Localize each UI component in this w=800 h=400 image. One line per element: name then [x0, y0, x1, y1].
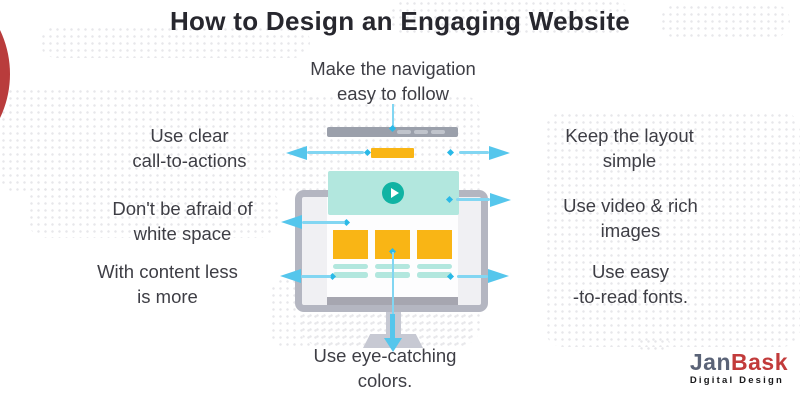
logo-tagline: Digital Design — [689, 375, 785, 387]
play-triangle-icon — [390, 188, 399, 198]
callout-less-is-more: With content less is more — [97, 261, 238, 307]
red-edge-accent — [0, 0, 10, 176]
text-line-bar — [333, 272, 368, 278]
callout-call-to-actions: Use clear call-to-actions — [132, 125, 247, 171]
world-map-dots — [390, 0, 630, 34]
callout-video-rich-images: Use video & rich images — [563, 195, 698, 241]
arrow-left-icon — [286, 146, 307, 160]
connector-line-top — [392, 104, 394, 128]
world-map-dots — [638, 338, 670, 350]
arrow-down-icon — [384, 338, 402, 352]
arrow-line — [301, 275, 331, 278]
world-map-dots — [28, 186, 278, 238]
arrow-line — [302, 221, 345, 224]
world-map-dots — [40, 26, 310, 58]
arrow-line — [390, 314, 395, 340]
callout-easy-fonts: Use easy -to-read fonts. — [572, 261, 689, 307]
logo-name-bask: Bask — [731, 349, 788, 375]
callout-eye-catching-colors: Use eye-catching colors. — [313, 345, 457, 391]
brand-logo: JanBask Digital Design — [690, 350, 788, 386]
arrow-right-icon — [489, 146, 510, 160]
navbar-menu-dash — [397, 130, 411, 134]
callout-white-space: Don't be afraid of white space — [112, 198, 253, 244]
world-map-dots — [0, 88, 315, 193]
navbar-menu-dash — [431, 130, 445, 134]
navbar-menu-dash — [414, 130, 428, 134]
page-title: How to Design an Engaging Website — [169, 6, 631, 36]
logo-name-jan: Jan — [689, 349, 732, 375]
arrow-right-icon — [490, 193, 511, 207]
arrow-line — [392, 252, 394, 314]
logo-name: JanBask — [690, 350, 788, 374]
text-line-bar — [333, 264, 368, 269]
arrow-right-icon — [488, 269, 509, 283]
text-line-bar — [417, 264, 452, 269]
arrow-left-icon — [281, 215, 302, 229]
world-map-dots — [660, 4, 790, 38]
arrow-line — [457, 275, 488, 278]
arrow-line — [456, 198, 490, 201]
world-map-dots — [545, 112, 800, 347]
cta-button — [371, 148, 414, 158]
video-banner — [328, 171, 459, 215]
callout-navigation: Make the navigation easy to follow — [310, 58, 476, 104]
image-card — [333, 230, 368, 259]
callout-simple-layout: Keep the layout simple — [565, 125, 694, 171]
arrow-line — [307, 151, 364, 154]
arrow-line — [459, 151, 489, 154]
image-card — [417, 230, 452, 259]
arrow-left-icon — [280, 269, 301, 283]
play-icon — [382, 182, 404, 204]
text-line-bar — [417, 272, 452, 278]
